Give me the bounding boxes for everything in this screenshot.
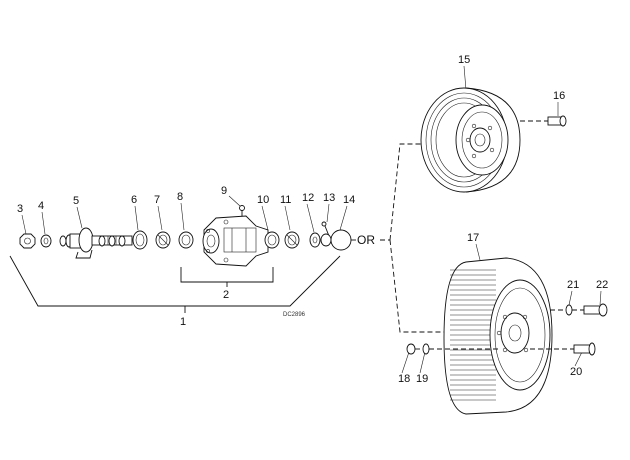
assembly-bracket-2 — [180, 267, 274, 287]
part-9-grease-fitting — [239, 205, 245, 216]
callout-3: 3 — [17, 203, 23, 215]
callout-10: 10 — [257, 194, 269, 206]
callout-13: 13 — [323, 192, 335, 204]
callout-15: 15 — [458, 54, 470, 66]
part-16-wheel-stud — [520, 115, 567, 127]
part-18-nut — [406, 343, 422, 355]
callout-2: 2 — [223, 289, 229, 301]
callout-8: 8 — [177, 191, 183, 203]
callout-12: 12 — [302, 192, 314, 204]
callout-17: 17 — [467, 232, 479, 244]
part-5-spindle — [59, 227, 133, 259]
callout-9: 9 — [221, 185, 227, 197]
callout-19: 19 — [416, 373, 428, 385]
part-7-bearing-cone — [155, 231, 171, 249]
part-12-washer — [309, 232, 321, 248]
part-15-wheel-rim — [420, 87, 521, 193]
part-22-bolt — [550, 303, 608, 317]
callout-21: 21 — [567, 279, 579, 291]
callout-18: 18 — [398, 373, 410, 385]
drawing-code: DC2896 — [283, 312, 306, 318]
part-3-nut — [19, 233, 36, 249]
callout-14: 14 — [343, 194, 355, 206]
part-21-washer — [565, 304, 573, 316]
part-14-dust-cap — [320, 229, 356, 251]
part-6-seal — [132, 230, 148, 250]
tire-tread-lines — [450, 269, 496, 401]
part-20-bolt — [530, 342, 596, 356]
callout-5: 5 — [73, 195, 79, 207]
part-11-bearing-cone — [284, 231, 300, 249]
part-8-bearing-cup — [178, 231, 194, 249]
callout-16: 16 — [553, 90, 565, 102]
callout-1: 1 — [180, 316, 186, 328]
callout-4: 4 — [38, 200, 44, 212]
assembly-bracket-1 — [9, 255, 341, 313]
part-4-washer — [40, 234, 52, 248]
part-10-bearing-cup — [264, 231, 280, 249]
hub-body — [202, 215, 269, 267]
leader-lines — [21, 65, 602, 374]
callout-22: 22 — [596, 279, 608, 291]
alternate-branch-lines — [380, 143, 444, 333]
part-17-tire-wheel — [443, 257, 553, 415]
callout-20: 20 — [570, 366, 582, 378]
callout-6: 6 — [131, 194, 137, 206]
callout-7: 7 — [154, 194, 160, 206]
part-19-washer — [422, 343, 500, 355]
or-label: OR — [357, 233, 375, 247]
callout-11: 11 — [280, 194, 291, 206]
